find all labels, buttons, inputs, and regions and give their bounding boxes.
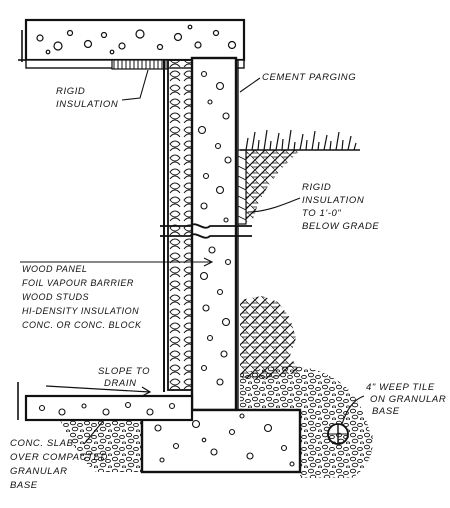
label-rigid-insulation-below-grade: Rigid Insulation to 1'-0" below grade bbox=[247, 182, 379, 232]
soil-upper bbox=[246, 150, 300, 222]
floor-slab bbox=[17, 382, 194, 422]
rigid-insulation-top-strip bbox=[111, 59, 169, 70]
label-wall-layer-2: Foil Vapour Barrier bbox=[22, 278, 134, 288]
label-weep-line1: 4" Weep Tile bbox=[366, 382, 435, 393]
grade-grass bbox=[240, 129, 360, 151]
label-weep-line3: Base bbox=[372, 406, 400, 417]
label-wall-layer-5: Conc. or Conc. Block bbox=[22, 320, 142, 330]
label-rigid-below-line4: below grade bbox=[302, 221, 379, 232]
gravel-right-of-footing bbox=[300, 432, 374, 478]
label-weep-line2: on Granular bbox=[370, 394, 446, 405]
compacted-granular-base bbox=[60, 420, 142, 472]
label-slope-to-drain: Slope to Drain bbox=[45, 366, 152, 397]
rigid-insulation-exterior bbox=[237, 149, 247, 225]
label-weep-tile: 4" Weep Tile on Granular Base bbox=[341, 382, 446, 425]
label-rigid-insulation-top-line2: Insulation bbox=[56, 99, 118, 110]
label-rigid-below-line1: Rigid bbox=[302, 182, 331, 193]
break-line bbox=[160, 223, 252, 239]
label-wall-layers: Wood Panel Foil Vapour Barrier Wood Stud… bbox=[20, 257, 214, 330]
granular-backfill bbox=[240, 365, 370, 432]
label-cement-parging-text: Cement Parging bbox=[262, 72, 356, 83]
label-slope-line2: Drain bbox=[104, 378, 137, 389]
label-slab-line4: Base bbox=[10, 480, 38, 491]
label-wall-layer-1: Wood Panel bbox=[22, 264, 87, 274]
soil-lower bbox=[240, 296, 300, 380]
label-wall-layer-4: Hi-Density Insulation bbox=[22, 306, 139, 316]
label-slab-line2: over Compacted bbox=[10, 452, 108, 463]
concrete-wall bbox=[190, 56, 238, 412]
label-rigid-below-line3: to 1'-0" bbox=[302, 208, 341, 219]
label-rigid-insulation-top-line1: Rigid bbox=[56, 86, 85, 97]
label-slab-line1: Conc. Slab bbox=[10, 438, 74, 449]
label-rigid-below-line2: Insulation bbox=[302, 195, 364, 206]
label-wall-layer-3: Wood Studs bbox=[22, 292, 89, 302]
wall-insulation-column bbox=[163, 59, 193, 392]
label-cement-parging: Cement Parging bbox=[239, 72, 356, 93]
label-rigid-insulation-top: Rigid Insulation bbox=[56, 69, 149, 110]
label-slab: Conc. Slab over Compacted Granular Base bbox=[10, 419, 108, 491]
label-slab-line3: Granular bbox=[10, 466, 68, 477]
label-slope-line1: Slope to bbox=[98, 366, 150, 377]
